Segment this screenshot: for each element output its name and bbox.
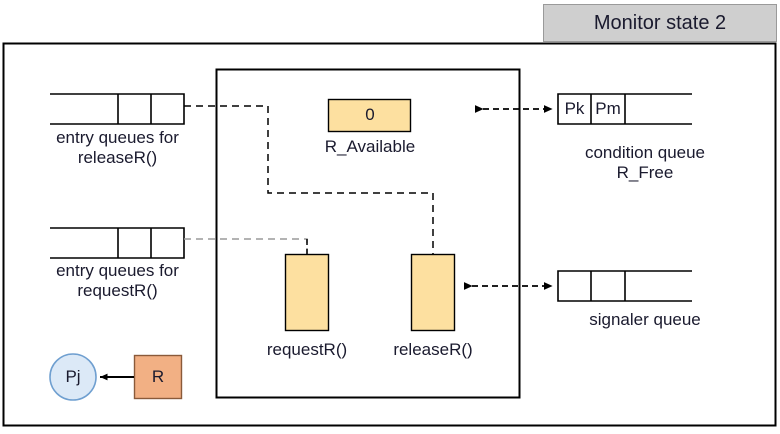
monitor-boundary <box>215 68 521 399</box>
entry-queue-requestr-caption-line2: requestR() <box>77 281 158 300</box>
condition-queue-caption-line1: condition queue <box>584 143 706 162</box>
title-chip: Monitor state 2 <box>543 4 777 42</box>
entry-queue-releaser-shape <box>50 93 185 125</box>
resource-node-r-label: R <box>151 367 165 386</box>
r-available-box <box>327 98 412 133</box>
process-node-pj <box>49 353 97 401</box>
entry-queue-releaser-caption-line2: releaseR() <box>77 148 158 167</box>
condition-queue-cell-0: Pk <box>564 99 585 118</box>
procedure-releaser-label: releaseR() <box>393 340 473 359</box>
signaler-queue-caption: signaler queue <box>589 310 701 329</box>
entry-queue-releaser-caption-line1: entry queues for <box>56 128 179 147</box>
procedure-releaser-box <box>410 253 456 332</box>
condition-queue-cell-1: Pm <box>595 99 621 118</box>
condition-queue-caption-line2: R_Free <box>616 163 674 182</box>
process-node-pj-label: Pj <box>65 367 81 386</box>
resource-node-r <box>133 354 183 400</box>
procedure-requestr-label: requestR() <box>266 340 348 359</box>
entry-queue-requestr-shape <box>50 227 185 259</box>
r-available-label: R_Available <box>324 137 416 156</box>
connector-entry-releaser-to-releaser <box>184 105 434 254</box>
condition-queue-shape <box>557 93 692 125</box>
signaler-queue-shape <box>557 270 692 302</box>
r-available-value: 0 <box>365 105 375 124</box>
entry-queue-requestr-caption-line1: entry queues for <box>56 261 179 280</box>
procedure-requestr-box <box>284 253 330 332</box>
